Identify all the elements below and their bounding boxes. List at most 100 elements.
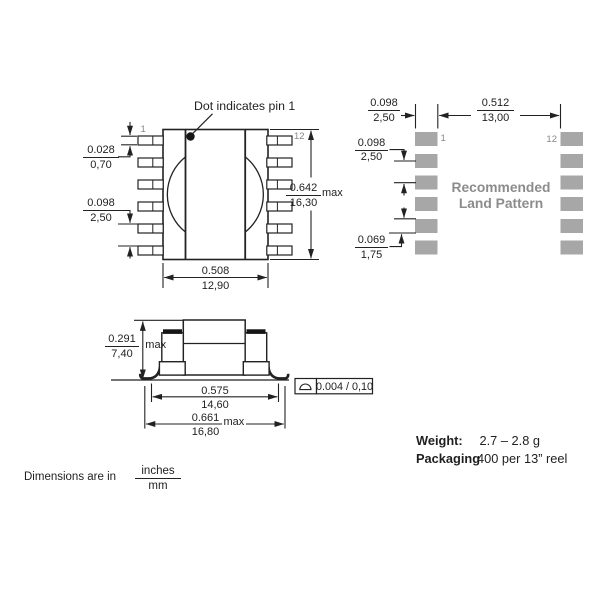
units-note: Dimensions are in bbox=[24, 471, 117, 483]
pin bbox=[137, 223, 164, 234]
core-side bbox=[182, 319, 246, 376]
dim-overall-mm: 16,80 bbox=[191, 426, 220, 439]
units-fraction: inches mm bbox=[135, 465, 181, 492]
land-pad bbox=[560, 175, 583, 190]
pin bbox=[137, 179, 164, 190]
dim-height-label: 0.291 7,40 bbox=[105, 334, 139, 360]
lead-shoulder-right bbox=[242, 361, 270, 376]
pin bbox=[266, 157, 293, 168]
dim-mm: 2,50 bbox=[90, 211, 112, 224]
pin bbox=[266, 201, 293, 212]
dim-overall-width bbox=[144, 386, 286, 429]
dim-column-gap bbox=[438, 104, 562, 129]
dim-lead-pitch bbox=[118, 209, 154, 259]
land-pad bbox=[415, 175, 438, 190]
arrow bbox=[389, 234, 405, 248]
land-pad bbox=[560, 219, 583, 233]
land-pattern bbox=[389, 104, 583, 255]
winding-arc-right bbox=[244, 156, 264, 233]
dim-body-width bbox=[162, 263, 269, 288]
gull-wing-lead-right bbox=[267, 366, 290, 380]
dim-mm: 7,40 bbox=[111, 347, 133, 360]
land-pads-right bbox=[560, 132, 583, 255]
dim-body-width-inches: 0.508 bbox=[201, 264, 230, 277]
land-pad bbox=[415, 154, 438, 168]
dim-height-max: max bbox=[145, 339, 167, 352]
arrow bbox=[118, 145, 133, 158]
dim-mm: 2,50 bbox=[373, 111, 395, 124]
package-body bbox=[162, 128, 269, 261]
pin bbox=[266, 135, 293, 146]
winding-arc-left bbox=[166, 156, 186, 233]
pin bbox=[137, 201, 164, 212]
dim-body-height bbox=[270, 128, 319, 261]
lead-shoulder-left bbox=[158, 361, 186, 376]
arrow bbox=[389, 149, 407, 161]
dim-lead-span-mm: 14,60 bbox=[201, 398, 229, 411]
dim-inches: 0.069 bbox=[355, 235, 388, 248]
packaging-value: 400 per 13” reel bbox=[477, 450, 568, 466]
pin1-leader-line bbox=[192, 113, 213, 135]
dim-body-height-max: max bbox=[322, 186, 343, 199]
weight-label: Weight: bbox=[416, 432, 463, 448]
dim-pad-pitch-label: 0.098 2,50 bbox=[355, 137, 388, 164]
side-view bbox=[111, 319, 374, 429]
pins-left bbox=[137, 135, 164, 256]
land-pattern-title-line2: Land Pattern bbox=[458, 195, 544, 211]
dim-lead-span-inches: 0.575 bbox=[201, 384, 229, 397]
dim-mm: 2,50 bbox=[360, 151, 383, 163]
top-view-pin12-label: 12 bbox=[294, 130, 305, 142]
dim-pad-width-label: 0.098 2,50 bbox=[368, 98, 400, 124]
dim-mm: 16,30 bbox=[289, 196, 318, 209]
land-pad bbox=[560, 154, 583, 168]
land-pads-left bbox=[415, 132, 438, 255]
flatness-symbol-cell bbox=[294, 377, 318, 395]
flatness-icon bbox=[299, 383, 312, 391]
land-pad bbox=[560, 132, 583, 146]
dim-body-width-mm: 12,90 bbox=[201, 279, 230, 292]
winding-cap-right bbox=[246, 329, 266, 334]
dim-lead-pitch-label: 0.098 2,50 bbox=[83, 198, 119, 224]
dim-overall-inches: 0.661 bbox=[191, 412, 220, 425]
pin bbox=[137, 157, 164, 168]
units-mm: mm bbox=[148, 479, 168, 492]
dim-body-height-label: 0.642 16,30 bbox=[286, 183, 321, 209]
dim-lead-span bbox=[150, 383, 280, 402]
dim-pad-height bbox=[389, 207, 416, 248]
dim-pad-pitch bbox=[389, 149, 416, 196]
flatness-value-cell bbox=[315, 377, 374, 395]
winding-cap-left bbox=[163, 329, 182, 334]
dim-inches: 0.291 bbox=[105, 334, 139, 347]
dim-mm: 13,00 bbox=[481, 111, 510, 124]
dim-inches: 0.028 bbox=[83, 145, 119, 158]
pin bbox=[266, 223, 293, 234]
pin1-dot bbox=[186, 132, 195, 141]
dim-pad-height-label: 0.069 1,75 bbox=[355, 235, 388, 261]
dim-inches: 0.512 bbox=[477, 98, 514, 111]
land-pad bbox=[415, 219, 438, 233]
dim-inches: 0.098 bbox=[368, 98, 400, 111]
land-pad bbox=[415, 197, 438, 211]
land-pattern-title-line1: Recommended bbox=[451, 180, 551, 195]
top-view bbox=[118, 113, 319, 288]
pin bbox=[137, 245, 164, 256]
pin bbox=[137, 135, 164, 146]
land-pin12-label: 12 bbox=[546, 134, 557, 145]
weight-value: 2.7 – 2.8 g bbox=[479, 432, 540, 448]
dim-inches: 0.098 bbox=[355, 137, 388, 151]
land-pad bbox=[560, 197, 583, 211]
dim-mm: 1,75 bbox=[360, 248, 383, 261]
pin bbox=[266, 245, 293, 256]
pin1-note: Dot indicates pin 1 bbox=[194, 98, 296, 113]
pin bbox=[266, 179, 293, 190]
units-inches: inches bbox=[135, 465, 181, 479]
flatness-callout bbox=[294, 377, 374, 395]
dim-lead-width-label: 0.028 0,70 bbox=[83, 145, 119, 171]
dim-mm: 0,70 bbox=[90, 158, 112, 171]
dim-inches: 0.642 bbox=[286, 183, 321, 196]
dim-overall-max: max bbox=[223, 416, 245, 429]
land-pin1-label: 1 bbox=[440, 133, 446, 144]
top-view-pin1-label: 1 bbox=[140, 123, 146, 135]
